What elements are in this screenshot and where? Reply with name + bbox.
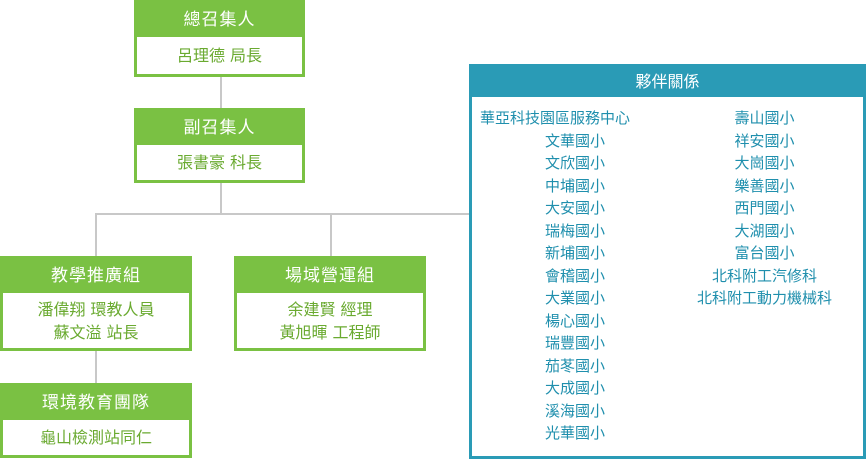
chief-members: 呂理德 局長 bbox=[137, 37, 302, 74]
venue-node: 場域營運組 余建賢 經理 黃旭暉 工程師 bbox=[234, 256, 426, 351]
teaching-node: 教學推廣組 潘偉翔 環教人員 蘇文溢 站長 bbox=[0, 256, 192, 351]
partner-item: 楊心國小 bbox=[544, 311, 605, 330]
partner-item: 大崗國小 bbox=[734, 154, 795, 172]
partner-item: 新埔國小 bbox=[544, 244, 605, 262]
deputy-member: 張書豪 科長 bbox=[176, 153, 263, 172]
venue-title: 場域營運組 bbox=[237, 259, 423, 293]
partner-item: 大業國小 bbox=[544, 289, 605, 307]
deputy-members: 張書豪 科長 bbox=[137, 145, 302, 180]
env-team-title: 環境教育團隊 bbox=[3, 386, 189, 420]
chief-node: 總召集人 呂理德 局長 bbox=[134, 0, 305, 77]
teaching-members: 潘偉翔 環教人員 蘇文溢 站長 bbox=[3, 293, 189, 348]
env-team-members: 龜山檢測站同仁 bbox=[3, 420, 189, 455]
partner-item: 瑞梅國小 bbox=[544, 221, 605, 240]
env-team-node: 環境教育團隊 龜山檢測站同仁 bbox=[0, 383, 192, 458]
venue-member: 黃旭暉 工程師 bbox=[279, 322, 381, 342]
connector-teaching-envteam bbox=[95, 350, 97, 384]
connector-deputy-bus bbox=[220, 182, 222, 214]
teaching-title: 教學推廣組 bbox=[3, 259, 189, 293]
connector-chief-deputy bbox=[220, 77, 222, 109]
venue-member: 余建賢 經理 bbox=[287, 299, 373, 319]
teaching-member: 蘇文溢 站長 bbox=[53, 322, 139, 342]
connector-bus-teaching bbox=[95, 213, 97, 257]
partner-item: 大成國小 bbox=[544, 379, 605, 397]
partners-panel: 夥伴關係 華亞科技園區服務中心 文華國小 文欣國小 中埔國小 大安國小 瑞梅國小… bbox=[469, 64, 866, 459]
env-team-member: 龜山檢測站同仁 bbox=[39, 428, 152, 447]
partner-item: 茄苳國小 bbox=[544, 356, 605, 375]
chief-member: 呂理德 局長 bbox=[176, 46, 263, 65]
connector-bus-horizontal bbox=[95, 213, 470, 215]
partner-item: 溪海國小 bbox=[544, 401, 605, 420]
partner-item: 壽山國小 bbox=[734, 109, 795, 127]
partner-item: 中埔國小 bbox=[544, 176, 605, 195]
partner-item: 北科附工動力機械科 bbox=[696, 289, 832, 307]
teaching-member: 潘偉翔 環教人員 bbox=[37, 299, 155, 319]
partner-item: 富台國小 bbox=[734, 244, 795, 262]
partner-item: 大湖國小 bbox=[734, 221, 795, 240]
partners-column-2: 壽山國小 祥安國小 大崗國小 樂善國小 西門國小 大湖國小 富台國小 北科附工汽… bbox=[672, 107, 857, 310]
partners-column-1: 華亞科技園區服務中心 文華國小 文欣國小 中埔國小 大安國小 瑞梅國小 新埔國小… bbox=[480, 107, 670, 445]
partner-item: 大安國小 bbox=[544, 199, 605, 217]
partner-item: 西門國小 bbox=[734, 199, 795, 217]
connector-bus-venue bbox=[330, 213, 332, 257]
partner-item: 光華國小 bbox=[544, 424, 605, 442]
partner-item: 文欣國小 bbox=[544, 154, 605, 172]
partner-item: 樂善國小 bbox=[734, 176, 795, 195]
deputy-node: 副召集人 張書豪 科長 bbox=[134, 108, 305, 183]
partners-title: 夥伴關係 bbox=[472, 67, 863, 97]
partner-item: 會稽國小 bbox=[544, 266, 605, 285]
partner-item: 祥安國小 bbox=[734, 131, 795, 150]
partner-item: 瑞豐國小 bbox=[544, 334, 605, 352]
chief-title: 總召集人 bbox=[137, 3, 302, 37]
venue-members: 余建賢 經理 黃旭暉 工程師 bbox=[237, 293, 423, 348]
partner-item: 華亞科技園區服務中心 bbox=[480, 109, 631, 127]
partner-item: 文華國小 bbox=[544, 131, 605, 150]
partner-item: 北科附工汽修科 bbox=[711, 266, 817, 285]
deputy-title: 副召集人 bbox=[137, 111, 302, 145]
